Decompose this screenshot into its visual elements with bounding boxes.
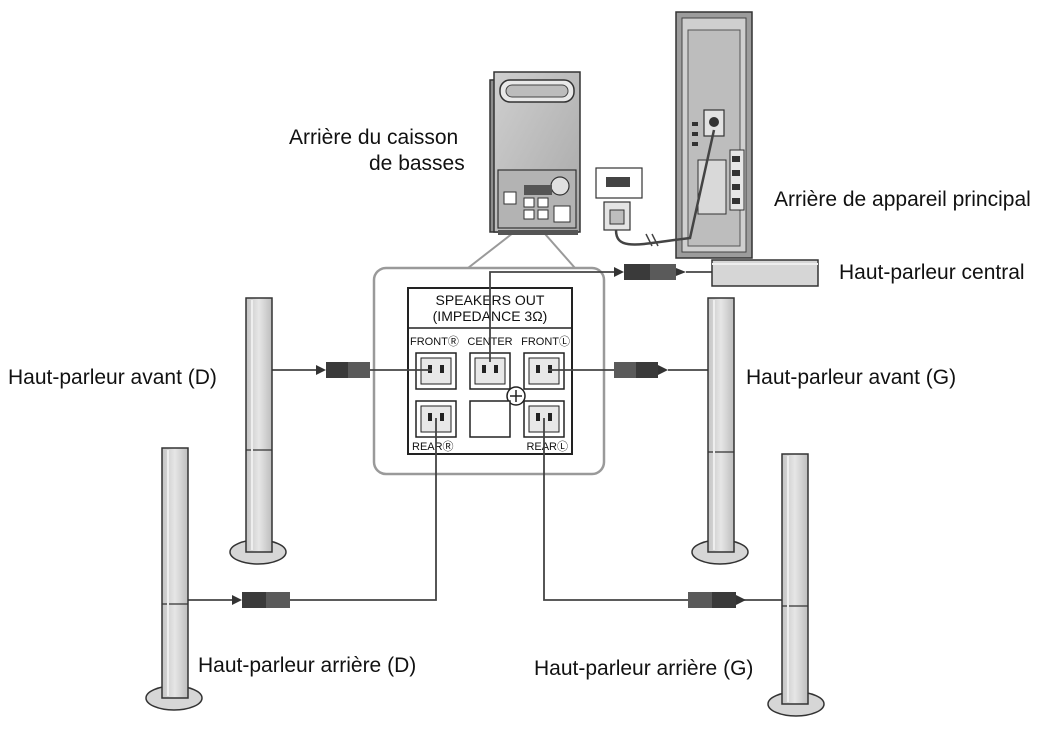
label-center-speaker: Haut-parleur central — [839, 261, 1025, 284]
main-unit-rear — [675, 11, 753, 259]
label-front-r: FRONTⓇ — [410, 335, 459, 348]
wire-connector-front-r — [316, 362, 370, 378]
speaker-wires — [186, 271, 782, 601]
front-right-speaker — [229, 297, 287, 565]
label-front-right: Haut-parleur avant (D) — [8, 366, 217, 389]
label-rear-left: Haut-parleur arrière (G) — [534, 657, 754, 680]
wire-connector-rear-l — [688, 592, 746, 608]
center-speaker — [711, 259, 819, 287]
screw-icon — [506, 386, 526, 406]
system-connector-detail — [595, 167, 643, 231]
label-rear-l: REARⓁ — [526, 440, 568, 453]
rear-right-speaker — [145, 447, 203, 711]
front-left-speaker — [691, 297, 749, 565]
terminal-front-l — [523, 352, 565, 390]
system-cable — [614, 129, 716, 246]
wire-connector-front-l — [614, 362, 668, 378]
wire-connector-center — [614, 264, 686, 280]
label-rear-r: REARⓇ — [412, 440, 454, 453]
wire-connector-rear-r — [232, 592, 290, 608]
label-subwoofer-rear-1: Arrière du caisson — [289, 126, 459, 149]
label-main-unit-rear: Arrière de appareil principal — [774, 188, 1031, 211]
label-subwoofer-rear-2: de basses — [369, 152, 465, 175]
label-rear-right: Haut-parleur arrière (D) — [198, 654, 417, 677]
terminal-front-r — [415, 352, 457, 390]
label-front-left: Haut-parleur avant (G) — [746, 366, 957, 389]
subwoofer-rear — [489, 71, 581, 235]
blank-plate — [469, 400, 511, 438]
rear-left-speaker — [767, 453, 825, 717]
terminal-center — [469, 352, 511, 390]
label-front-l: FRONTⓁ — [521, 335, 570, 348]
